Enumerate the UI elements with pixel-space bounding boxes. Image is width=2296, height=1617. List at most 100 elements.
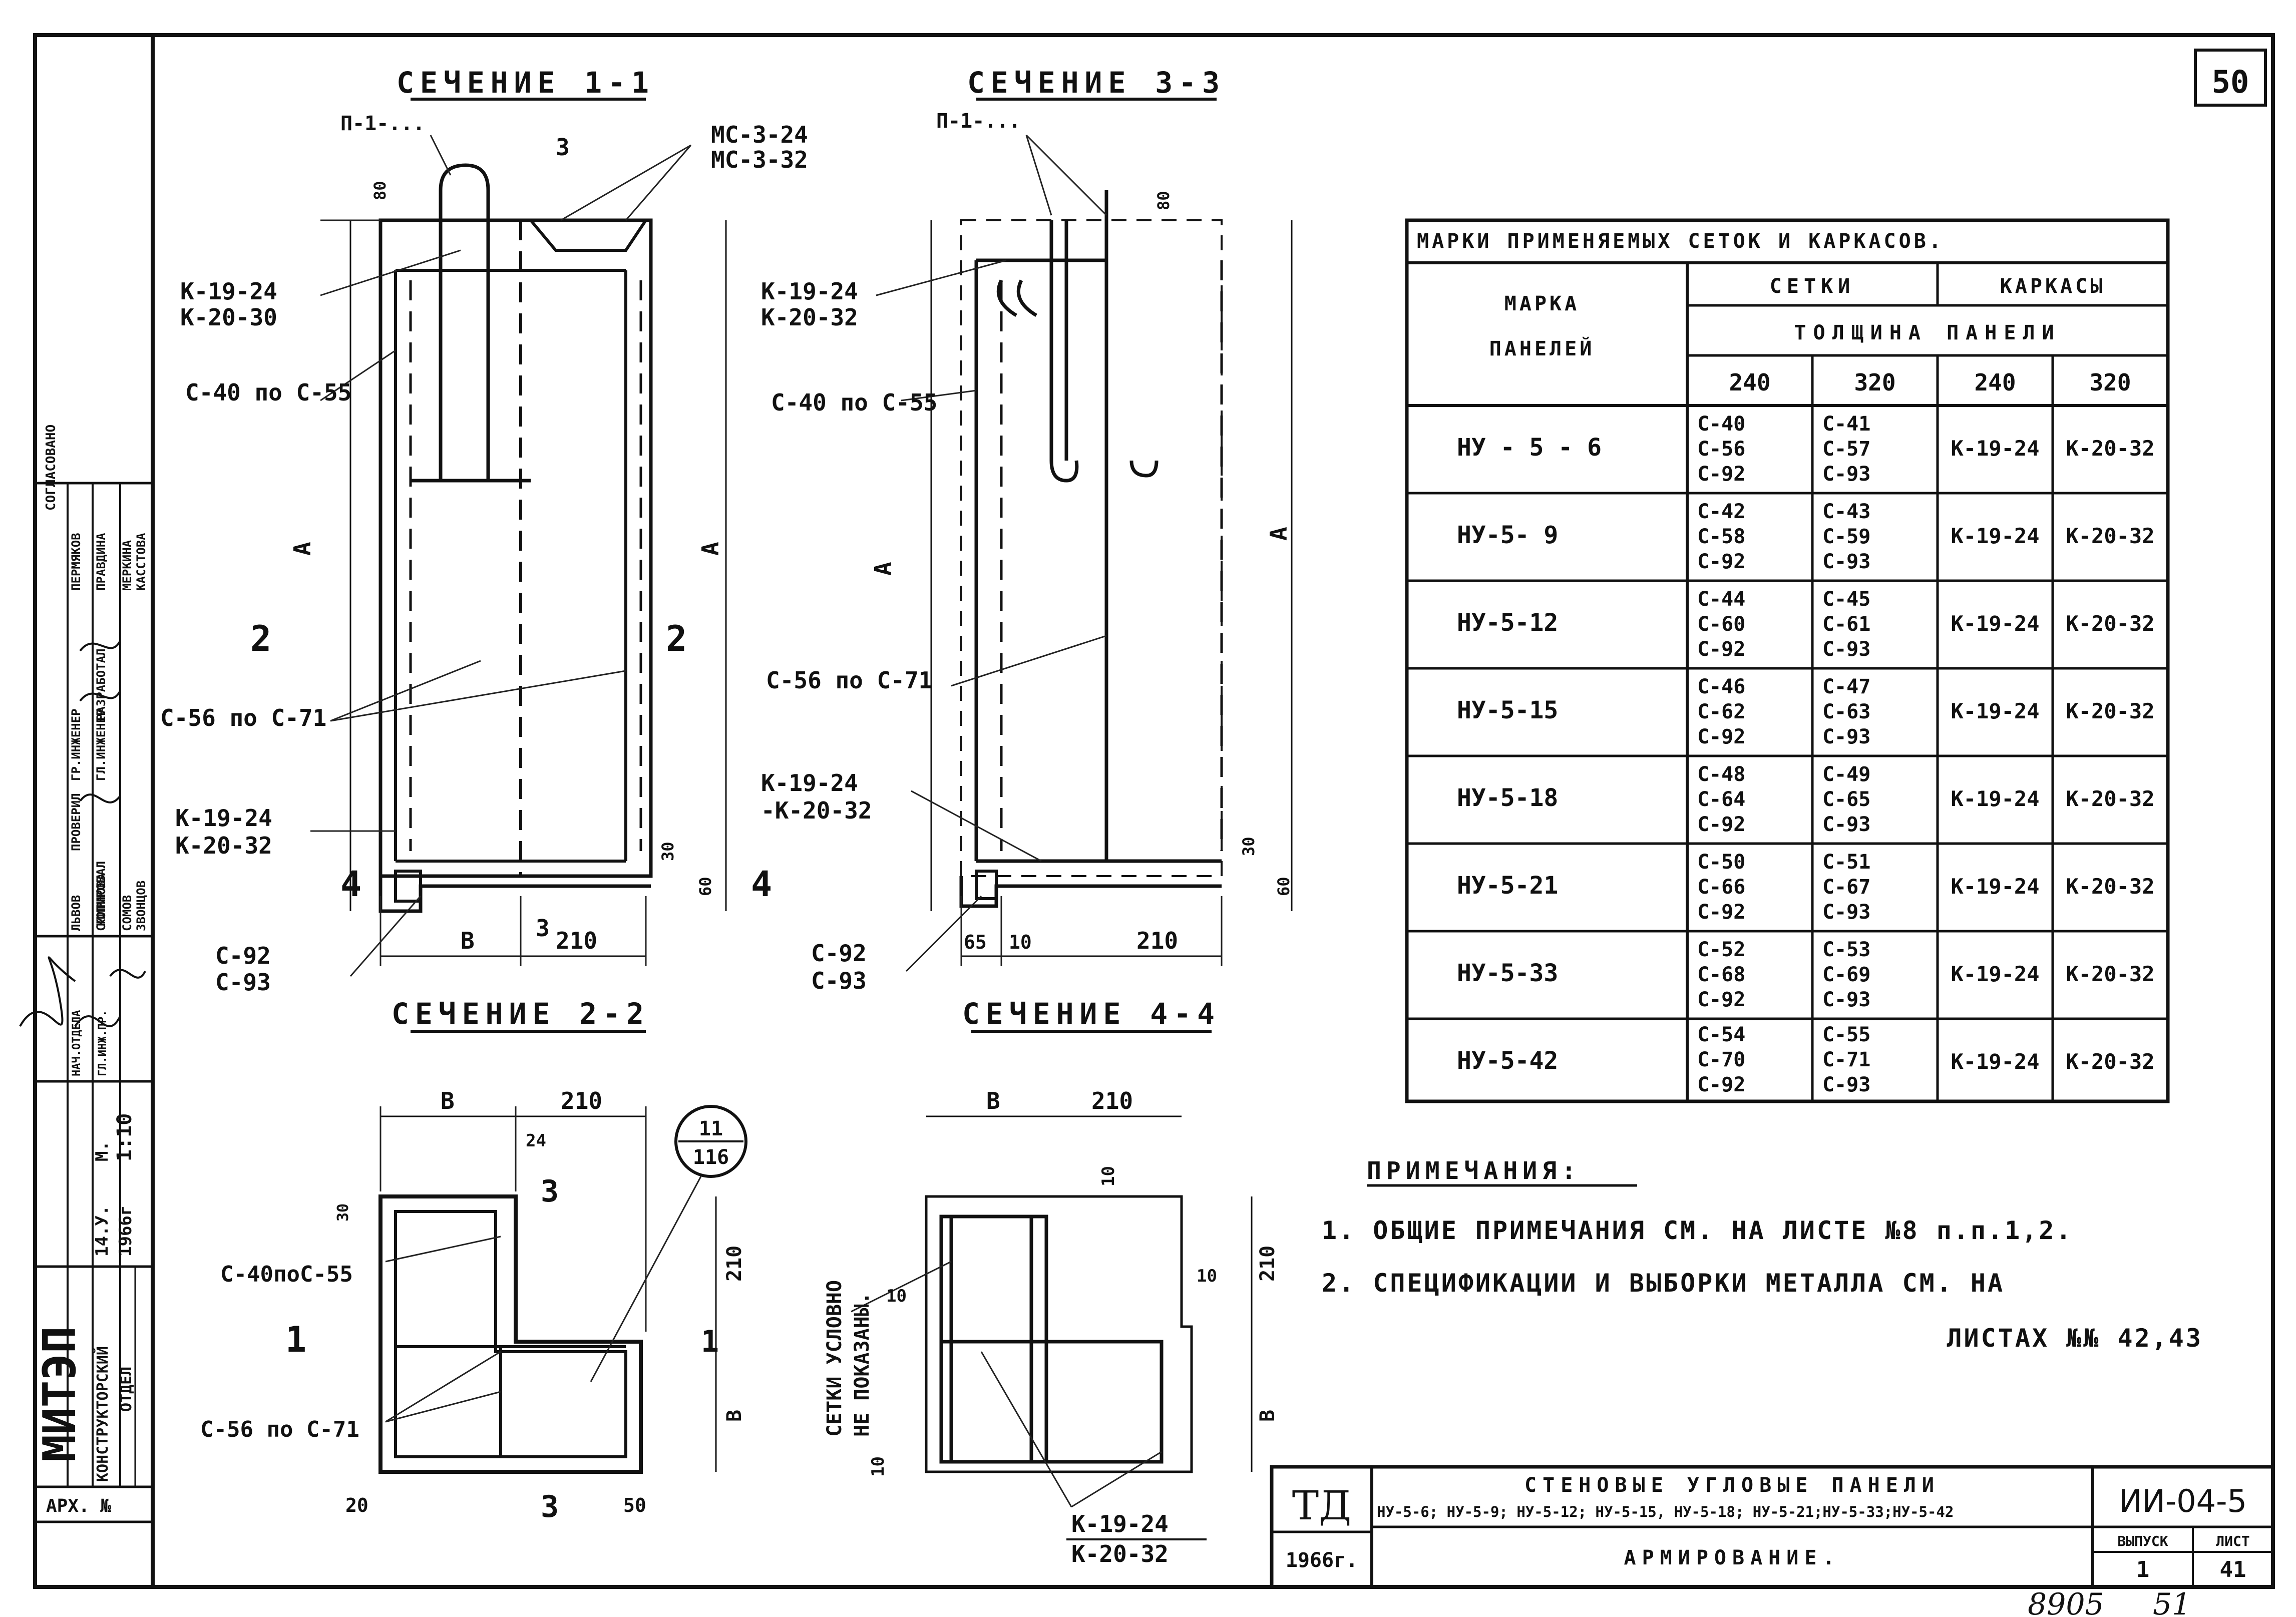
s11-k-bot-1: К-19-24 bbox=[175, 804, 272, 832]
row-s320: С-93 bbox=[1822, 813, 1870, 836]
section-1-1: СЕЧЕНИЕ 1-1 П-1-... МС-3-24 МС-3-32 К-19… bbox=[160, 66, 808, 996]
row-s240: С-56 bbox=[1697, 438, 1745, 461]
s22-dim-b: В bbox=[441, 1087, 455, 1114]
s11-c40-label: С-40 по С-55 bbox=[185, 379, 351, 406]
stamp-name-5: МЕРКИНА bbox=[120, 540, 134, 591]
stamp-role-3: ПРОВЕРИЛ bbox=[69, 793, 83, 851]
col-setki: СЕТКИ bbox=[1770, 275, 1855, 298]
row-k320: К-20-32 bbox=[2066, 611, 2154, 636]
s11-dim-60: 60 bbox=[696, 877, 715, 896]
row-s320: С-61 bbox=[1822, 613, 1870, 636]
s11-k-top-2: К-20-30 bbox=[180, 304, 277, 331]
s11-reinforcement bbox=[394, 269, 627, 863]
row-s320: С-93 bbox=[1822, 988, 1870, 1011]
tb-sheet-label: ЛИСТ bbox=[2216, 1533, 2249, 1549]
row-mark: НУ-5-15 bbox=[1457, 696, 1558, 724]
s22-cut-1-left: 1 bbox=[285, 1319, 306, 1360]
s33-title: СЕЧЕНИЕ 3-3 bbox=[967, 66, 1226, 100]
s11-k-bot-2: К-20-32 bbox=[175, 832, 272, 859]
s11-title: СЕЧЕНИЕ 1-1 bbox=[397, 66, 655, 100]
s22-cut-3-bottom: 3 bbox=[541, 1489, 559, 1524]
s11-dim-a-left: А bbox=[289, 542, 316, 556]
row-k240: К-19-24 bbox=[1951, 962, 2039, 986]
s44-dim-b-v: В bbox=[1256, 1410, 1279, 1422]
side-stamp: МИТЭП КОНСТРУКТОРСКИЙ ОТДЕЛ АРХ. № 14.У.… bbox=[19, 425, 153, 1523]
row-s320: С-93 bbox=[1822, 725, 1870, 748]
row-k320: К-20-32 bbox=[2066, 1049, 2154, 1074]
s33-dim-30: 30 bbox=[1239, 837, 1258, 856]
stamp-name-0: ЛЬВОВ bbox=[69, 895, 83, 931]
row-k240: К-19-24 bbox=[1951, 611, 2039, 636]
note-1: 1. ОБЩИЕ ПРИМЕЧАНИЯ СМ. НА ЛИСТЕ №8 п.п.… bbox=[1322, 1216, 2073, 1245]
row-s320: С-47 bbox=[1822, 675, 1870, 698]
row-s320: С-67 bbox=[1822, 876, 1870, 899]
s33-p-label: П-1-... bbox=[936, 110, 1021, 133]
row-s240: С-70 bbox=[1697, 1048, 1745, 1071]
s33-c56-label: С-56 по С-71 bbox=[766, 667, 932, 694]
stamp-name-6: ЗВОНЦОВ bbox=[134, 881, 148, 931]
row-k320: К-20-32 bbox=[2066, 786, 2154, 811]
tb-sheet-value: 41 bbox=[2220, 1557, 2246, 1582]
stamp-scale-1: М. bbox=[92, 1141, 112, 1161]
s44-dim-10-top: 10 bbox=[1098, 1166, 1118, 1186]
stamp-date-2: 1966г bbox=[116, 1205, 136, 1257]
table-row: НУ-5-12 С-44 С-60 С-92 С-45 С-61 С-93 К-… bbox=[1457, 588, 2155, 661]
row-s320: С-55 bbox=[1822, 1023, 1870, 1046]
tb-year: 1966г. bbox=[1286, 1549, 1358, 1572]
s44-note-1: СЕТКИ УСЛОВНО bbox=[823, 1280, 846, 1437]
row-s240: С-50 bbox=[1697, 851, 1745, 874]
s33-dim-60: 60 bbox=[1274, 877, 1293, 896]
sub-col-4: 320 bbox=[2089, 369, 2131, 396]
row-s240: С-64 bbox=[1697, 788, 1745, 811]
s22-node-top: 11 bbox=[699, 1117, 723, 1140]
note-tail: ЛИСТАХ №№ 42,43 bbox=[1947, 1324, 2203, 1353]
row-s240: С-92 bbox=[1697, 638, 1745, 661]
row-k320: К-20-32 bbox=[2066, 699, 2154, 723]
sub-col-3: 240 bbox=[1974, 369, 2016, 396]
stamp-name-4: СОМОВ bbox=[120, 895, 134, 931]
row-s320: С-93 bbox=[1822, 901, 1870, 924]
s44-dim-210: 210 bbox=[1091, 1087, 1133, 1114]
tb-issue-label: ВЫПУСК bbox=[2117, 1533, 2168, 1549]
row-s240: С-44 bbox=[1697, 588, 1745, 611]
s22-node-bot: 116 bbox=[693, 1146, 729, 1169]
s33-lifting-loop bbox=[996, 220, 1159, 483]
stamp-agreed: СОГЛАСОВАНО bbox=[44, 425, 59, 511]
s22-cut-1-right: 1 bbox=[701, 1324, 719, 1359]
row-k240: К-19-24 bbox=[1951, 874, 2039, 899]
row-s240: С-92 bbox=[1697, 463, 1745, 486]
stamp-scale-2: 1:10 bbox=[113, 1113, 136, 1161]
col-mark-2: ПАНЕЛЕЙ bbox=[1489, 336, 1595, 360]
s11-cut-2-right: 2 bbox=[666, 618, 687, 659]
row-s240: С-68 bbox=[1697, 963, 1745, 986]
row-s320: С-53 bbox=[1822, 938, 1870, 961]
row-s320: С-93 bbox=[1822, 638, 1870, 661]
row-s320: С-45 bbox=[1822, 588, 1870, 611]
s11-dim-80: 80 bbox=[370, 181, 390, 200]
section-2-2: СЕЧЕНИЕ 2-2 11 116 В 210 24 3 3 1 1 С-40… bbox=[200, 997, 747, 1524]
s44-title: СЕЧЕНИЕ 4-4 bbox=[962, 997, 1221, 1031]
section-4-4: СЕЧЕНИЕ 4-4 В 210 10 10 10 10 210 В СЕТК… bbox=[823, 997, 1279, 1567]
row-s320: С-51 bbox=[1822, 851, 1870, 874]
s11-mc-label-2: МС-3-32 bbox=[711, 146, 808, 173]
s33-k-top-2: К-20-32 bbox=[761, 304, 858, 331]
marks-table: МАРКИ ПРИМЕНЯЕМЫХ СЕТОК И КАРКАСОВ. МАРК… bbox=[1405, 218, 2170, 1103]
row-k240: К-19-24 bbox=[1951, 436, 2039, 461]
s11-panel-outline bbox=[378, 218, 653, 878]
row-s320: С-71 bbox=[1822, 1048, 1870, 1071]
s11-cut-2-left: 2 bbox=[250, 618, 271, 659]
stamp-arch: АРХ. № bbox=[46, 1496, 111, 1516]
row-k240: К-19-24 bbox=[1951, 786, 2039, 811]
s11-cut-3: 3 bbox=[556, 134, 570, 161]
s22-dim-20: 20 bbox=[345, 1494, 368, 1516]
stamp-role-0: ГЛ.ИНЖЕНЕР bbox=[94, 709, 108, 781]
stamp-role-1: ГР.ИНЖЕНЕР bbox=[69, 709, 83, 781]
s33-dim-a-left: А bbox=[870, 562, 897, 576]
s33-c40-label: С-40 по С-55 bbox=[771, 389, 937, 416]
s22-c40-label: С-40поС-55 bbox=[220, 1262, 353, 1287]
s33-dim-a-right: А bbox=[1265, 527, 1292, 541]
row-s320: С-59 bbox=[1822, 525, 1870, 548]
s44-dim-b: В bbox=[986, 1087, 1000, 1114]
s11-c92-1: С-92 bbox=[215, 942, 271, 969]
s22-cut-3-top: 3 bbox=[541, 1174, 559, 1209]
